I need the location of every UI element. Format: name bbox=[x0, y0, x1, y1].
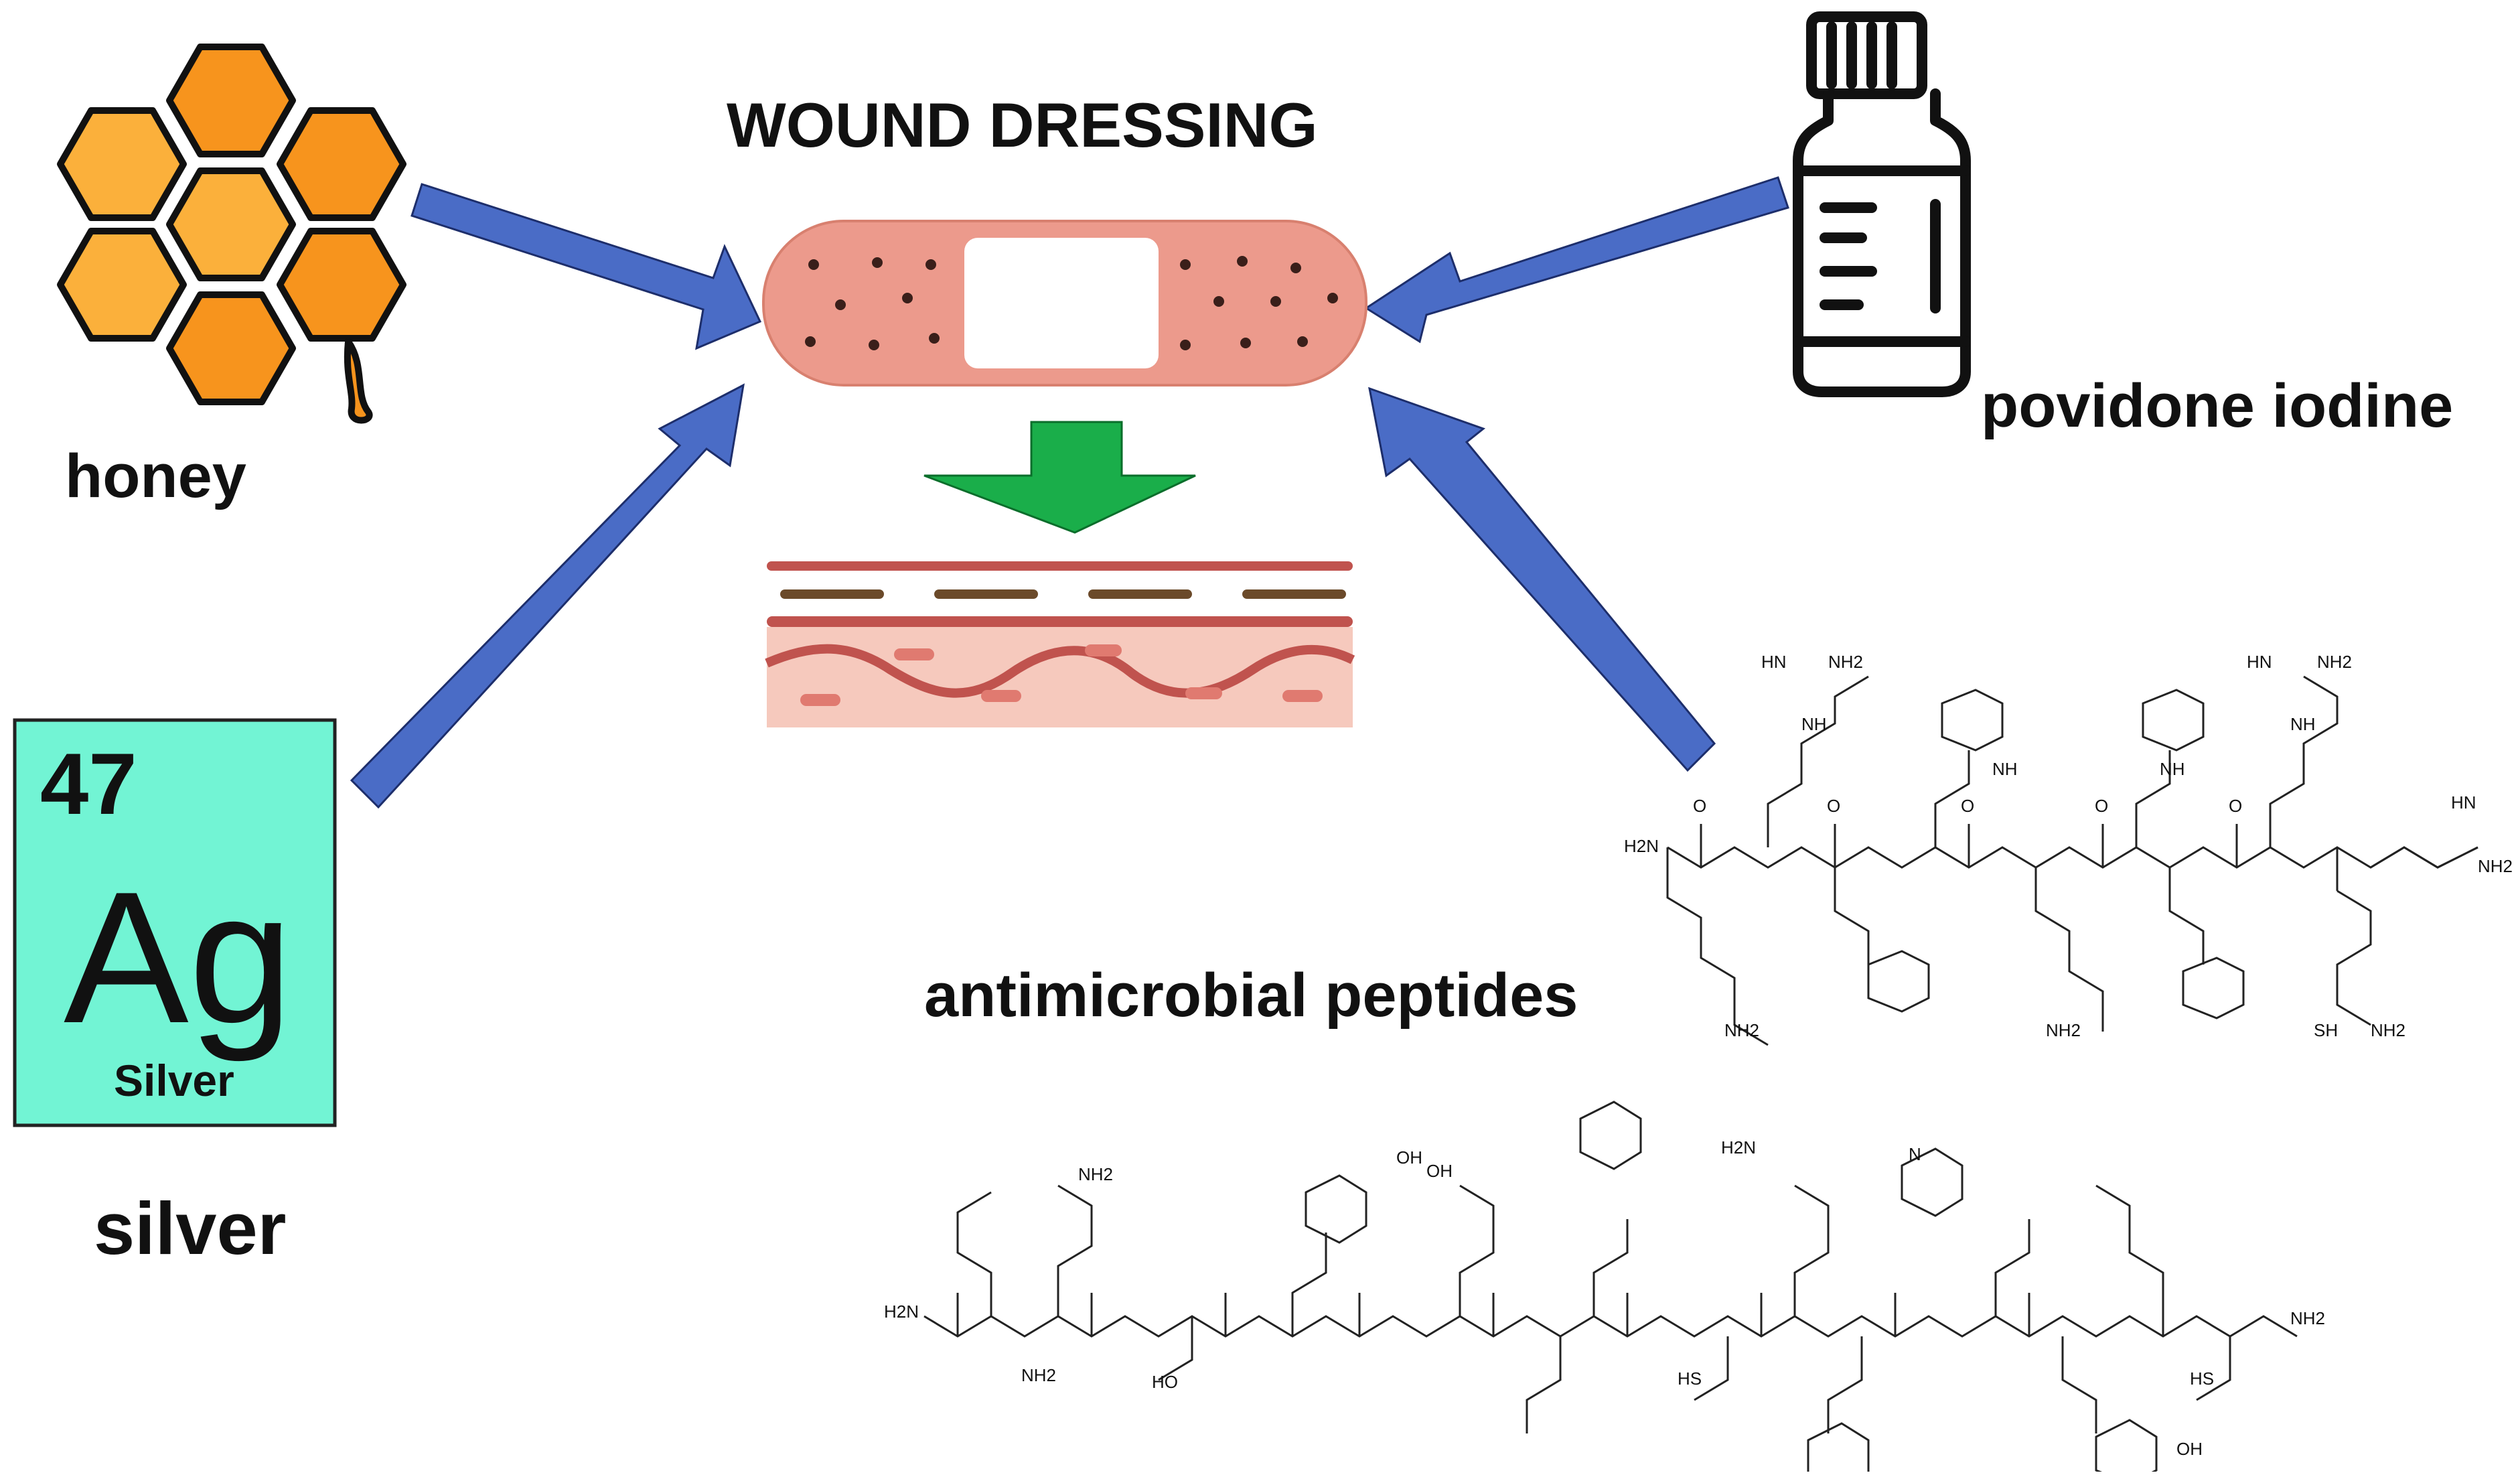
arrow-iodine-to-dressing bbox=[1364, 176, 1789, 344]
atom-label: NH2 bbox=[2046, 1020, 2081, 1040]
atom-label: HS bbox=[2190, 1368, 2215, 1389]
atom-label: NH2 bbox=[2290, 1308, 2326, 1328]
atom-label: NH bbox=[1801, 714, 1827, 734]
label-honey: honey bbox=[65, 442, 246, 510]
atom-label: H2N bbox=[884, 1302, 919, 1322]
atom-label: H2N bbox=[1624, 836, 1659, 856]
atom-label: NH2 bbox=[1724, 1020, 1760, 1040]
peptide-structure-1 bbox=[1666, 675, 2478, 1046]
atom-label: HN bbox=[1761, 652, 1787, 672]
silver-element-tile bbox=[13, 718, 337, 1127]
atom-label: O bbox=[1693, 796, 1707, 816]
arrow-peptides-to-dressing bbox=[1368, 387, 1716, 772]
atom-label: NH2 bbox=[2371, 1020, 2406, 1040]
atom-label: O bbox=[2095, 796, 2109, 816]
atom-label: O bbox=[2229, 796, 2243, 816]
element-name: Silver bbox=[114, 1056, 234, 1105]
atom-label: HO bbox=[1152, 1372, 1178, 1392]
diagram-title: WOUND DRESSING bbox=[727, 90, 1318, 160]
atom-label: NH2 bbox=[1078, 1164, 1114, 1184]
bandage-icon bbox=[762, 220, 1367, 387]
atom-label: NH2 bbox=[1021, 1365, 1057, 1385]
element-atomic-number: 47 bbox=[40, 735, 137, 833]
atom-label: OH bbox=[1396, 1147, 1422, 1168]
atom-label: NH2 bbox=[2317, 652, 2353, 672]
element-symbol: Ag bbox=[64, 853, 293, 1062]
atom-label: NH bbox=[1992, 759, 2018, 779]
medicine-bottle-icon bbox=[1793, 11, 1971, 397]
atom-label: O bbox=[1961, 796, 1975, 816]
arrow-honey-to-dressing bbox=[411, 183, 762, 350]
arrow-dressing-to-skin bbox=[923, 421, 1196, 534]
arrow-silver-to-dressing bbox=[350, 383, 745, 809]
skin-layers-icon bbox=[765, 561, 1355, 727]
label-povidone-iodine: povidone iodine bbox=[1981, 372, 2454, 440]
atom-label: N bbox=[1909, 1144, 1921, 1164]
atom-label: NH bbox=[2290, 714, 2316, 734]
label-antimicrobial-peptides: antimicrobial peptides bbox=[924, 961, 1578, 1030]
atom-label: HS bbox=[1678, 1368, 1702, 1389]
atom-label: OH bbox=[2176, 1439, 2203, 1459]
atom-label: NH2 bbox=[1828, 652, 1864, 672]
atom-label: H2N bbox=[1721, 1137, 1757, 1157]
atom-label: O bbox=[1827, 796, 1841, 816]
atom-label: HN bbox=[2247, 652, 2272, 672]
atom-label: HN bbox=[2451, 792, 2476, 813]
atom-label: NH2 bbox=[2478, 856, 2513, 876]
label-silver: silver bbox=[94, 1188, 287, 1270]
honeycomb-icon bbox=[60, 47, 403, 424]
atom-label: SH bbox=[2314, 1020, 2339, 1040]
peptide-structure-2 bbox=[923, 1101, 2298, 1475]
atom-label: NH bbox=[2160, 759, 2185, 779]
atom-label: OH bbox=[1426, 1161, 1453, 1181]
